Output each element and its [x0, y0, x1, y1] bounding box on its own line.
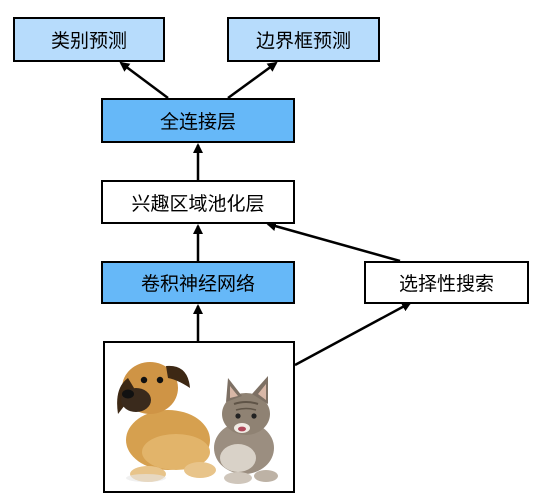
selective-search-label: 选择性搜索	[398, 273, 494, 295]
edge-image-to-ss	[294, 301, 412, 367]
edge-fc-to-bbox	[227, 61, 278, 100]
class-prediction-label: 类别预测	[50, 30, 127, 52]
edge-ss-to-roi	[266, 221, 401, 263]
selective-search-node: 选择性搜索	[364, 261, 529, 304]
roi-pooling-node: 兴趣区域池化层	[101, 180, 295, 224]
cat-paw	[224, 472, 252, 484]
fully-connected-label: 全连接层	[159, 111, 236, 133]
class-prediction-node: 类别预测	[13, 17, 165, 62]
dog-ear-right	[166, 365, 190, 388]
cnn-node: 卷积神经网络	[101, 261, 295, 304]
dog-paw-right	[184, 462, 216, 478]
bbox-prediction-label: 边界框预测	[255, 30, 351, 52]
dog-and-cat-photo	[106, 344, 292, 490]
cnn-label: 卷积神经网络	[140, 273, 255, 295]
bbox-prediction-node: 边界框预测	[227, 17, 380, 62]
fully-connected-node: 全连接层	[101, 98, 295, 143]
roi-pooling-label: 兴趣区域池化层	[131, 192, 265, 215]
input-image-node	[103, 341, 295, 493]
edge-fc-to-class	[119, 61, 169, 100]
